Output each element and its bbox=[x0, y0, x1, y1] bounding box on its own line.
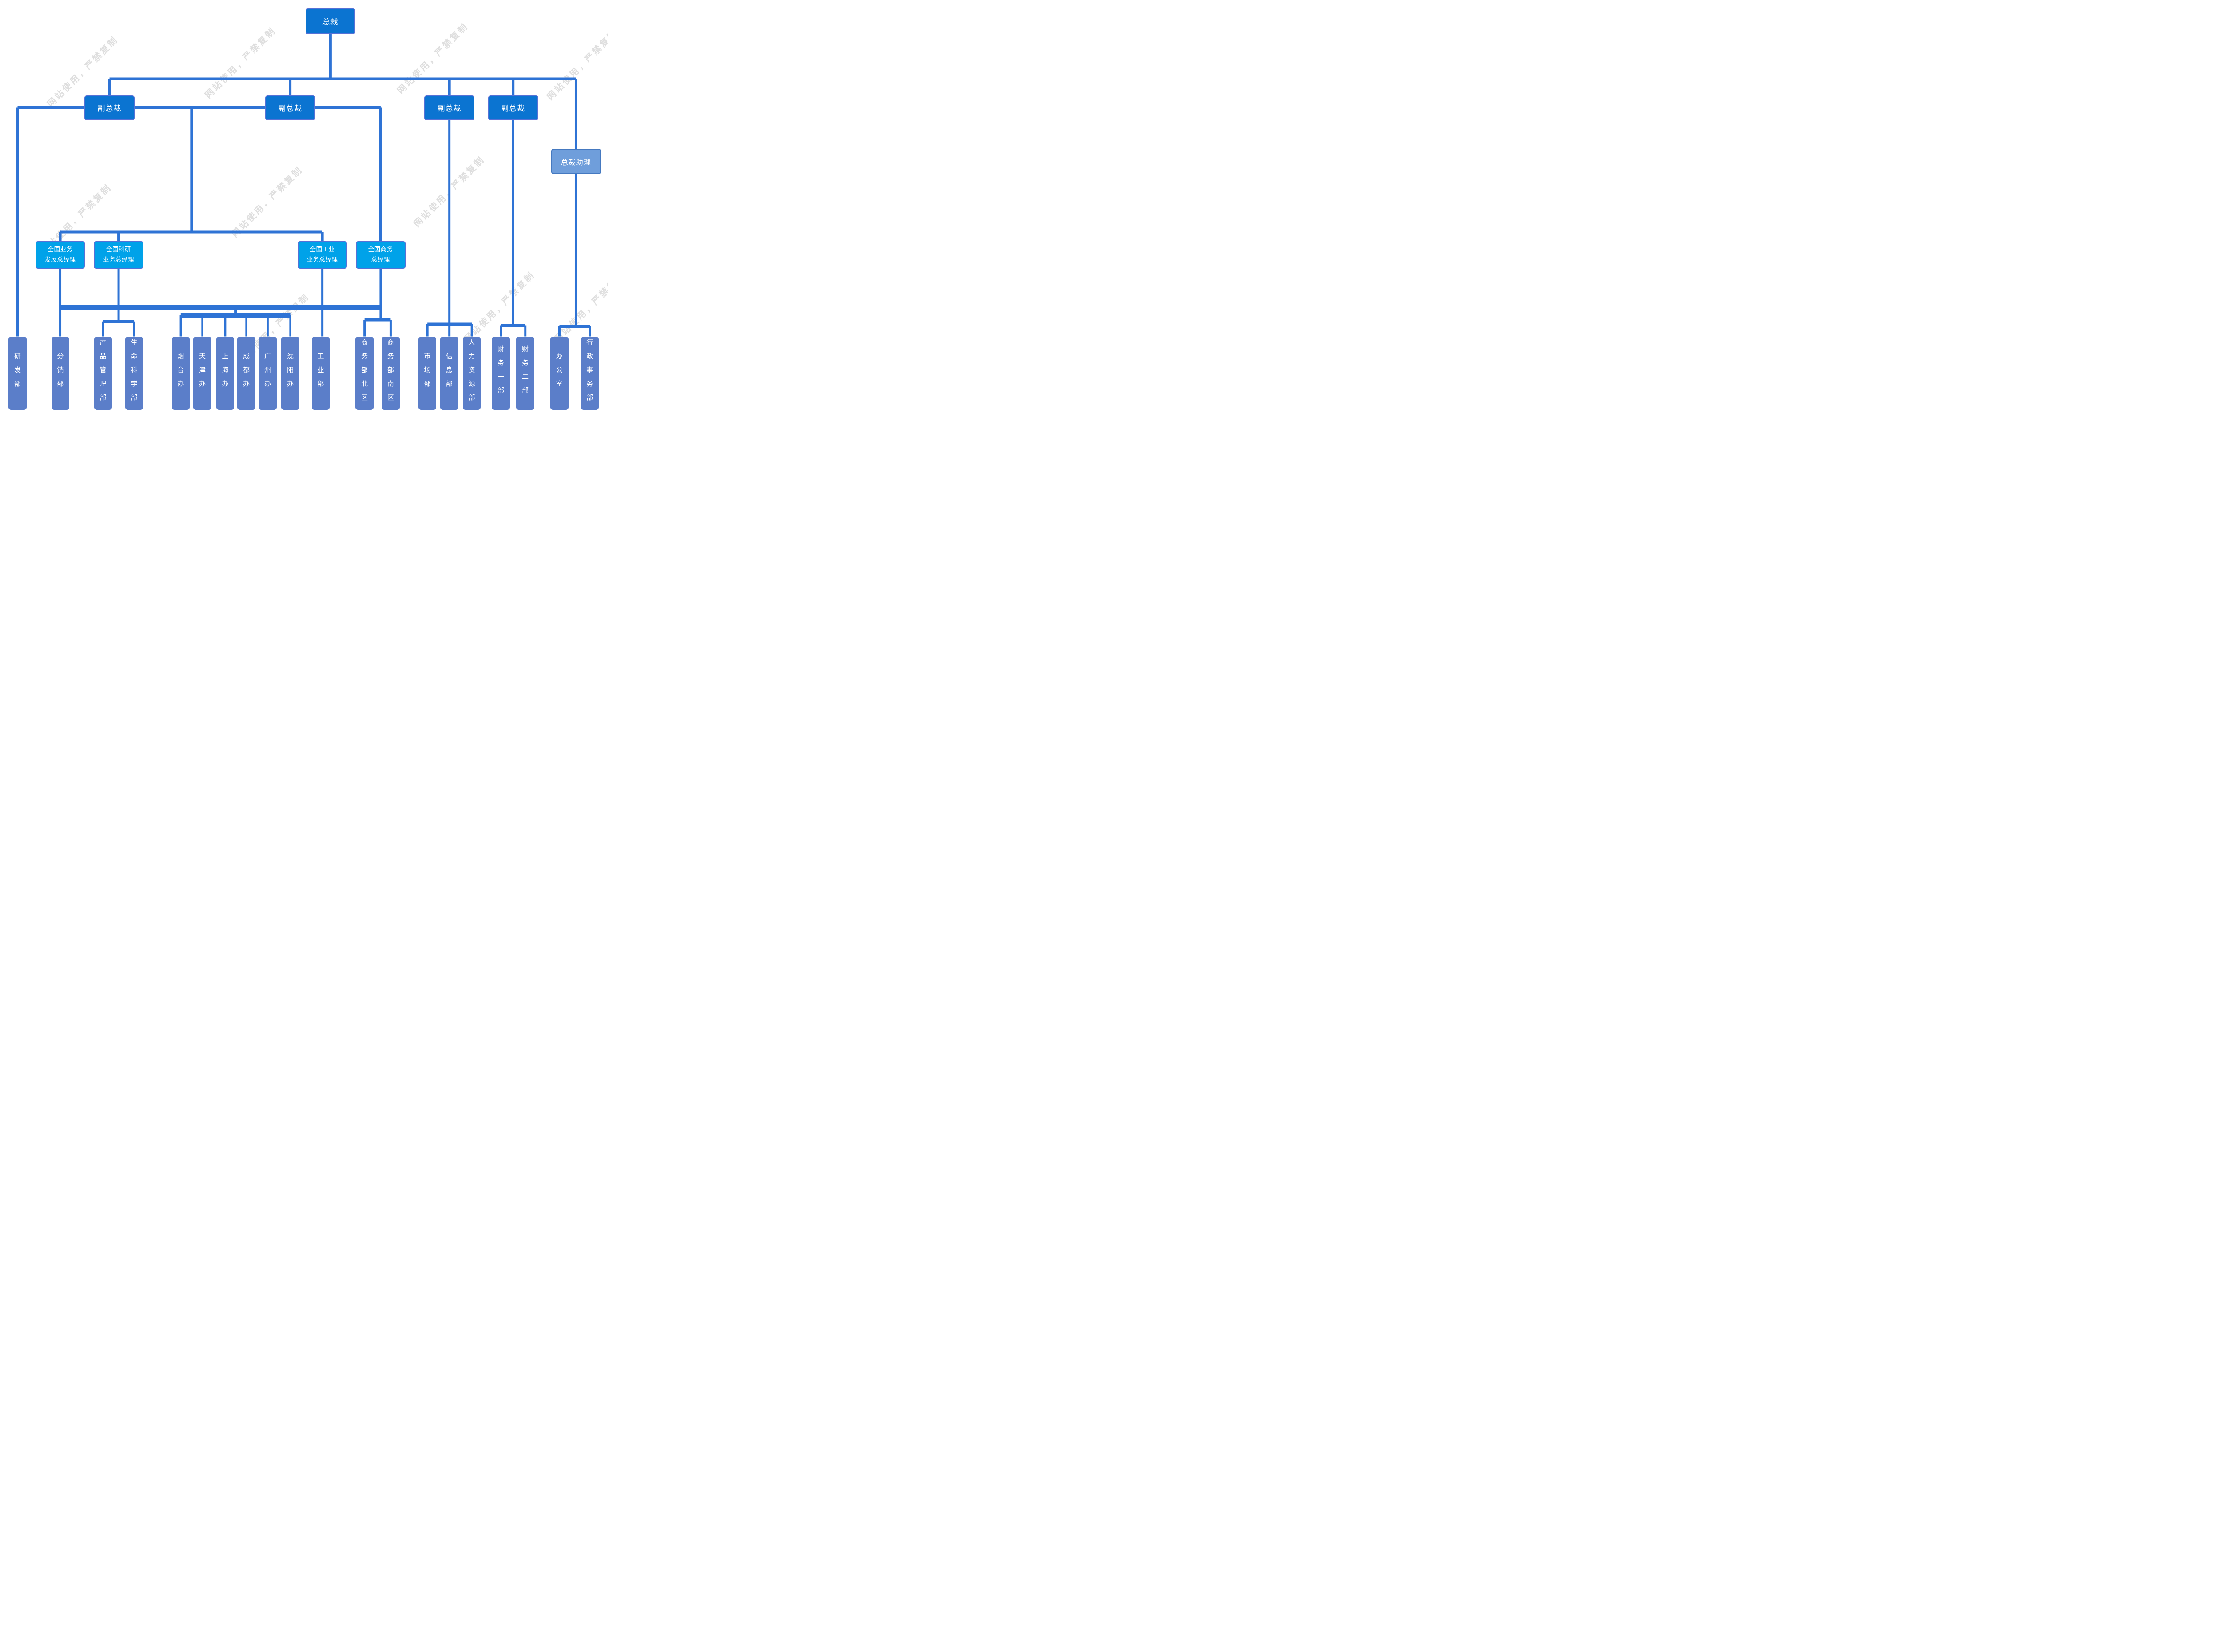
node-dept-commerce-north: 商务部北区 bbox=[355, 336, 374, 410]
node-vp-4: 副总裁 bbox=[488, 95, 538, 120]
node-gm-research: 全国科研 业务总经理 bbox=[94, 241, 143, 269]
org-chart: 网站使用，严禁复制网站使用，严禁复制网站使用，严禁复制网站使用，严禁复制网站使用… bbox=[0, 0, 608, 413]
node-dept-life-science: 生命科学部 bbox=[125, 336, 143, 410]
node-dept-shenyang: 沈阳办 bbox=[281, 336, 299, 410]
node-president-assistant: 总裁助理 bbox=[551, 149, 601, 174]
node-gm-commerce: 全国商务 总经理 bbox=[356, 241, 406, 269]
node-dept-tianjin: 天津办 bbox=[193, 336, 211, 410]
node-dept-finance-2: 财务二部 bbox=[516, 336, 534, 410]
node-dept-admin-affairs: 行政事务部 bbox=[581, 336, 599, 410]
node-dept-chengdu: 成都办 bbox=[237, 336, 255, 410]
node-dept-product-mgmt: 产品管理部 bbox=[94, 336, 112, 410]
node-dept-commerce-south: 商务部南区 bbox=[382, 336, 400, 410]
node-ceo: 总裁 bbox=[305, 8, 355, 34]
node-dept-marketing: 市场部 bbox=[418, 336, 437, 410]
node-dept-information: 信息部 bbox=[440, 336, 458, 410]
node-dept-shanghai: 上海办 bbox=[216, 336, 235, 410]
node-dept-yantai: 烟台办 bbox=[171, 336, 190, 410]
node-dept-distribution: 分销部 bbox=[51, 336, 69, 410]
node-gm-business-dev: 全国业务 发展总经理 bbox=[35, 241, 85, 269]
node-vp-2: 副总裁 bbox=[265, 95, 315, 120]
node-vp-3: 副总裁 bbox=[424, 95, 474, 120]
connector-lines bbox=[16, 34, 591, 337]
node-dept-rd: 研发部 bbox=[8, 336, 27, 410]
node-vp-1: 副总裁 bbox=[84, 95, 135, 120]
node-dept-industry: 工业部 bbox=[311, 336, 330, 410]
node-dept-office: 办公室 bbox=[550, 336, 569, 410]
node-gm-industry: 全国工业 业务总经理 bbox=[297, 241, 347, 269]
node-dept-hr: 人力资源部 bbox=[462, 336, 481, 410]
node-dept-guangzhou: 广州办 bbox=[259, 336, 277, 410]
node-dept-finance-1: 财务一部 bbox=[492, 336, 510, 410]
